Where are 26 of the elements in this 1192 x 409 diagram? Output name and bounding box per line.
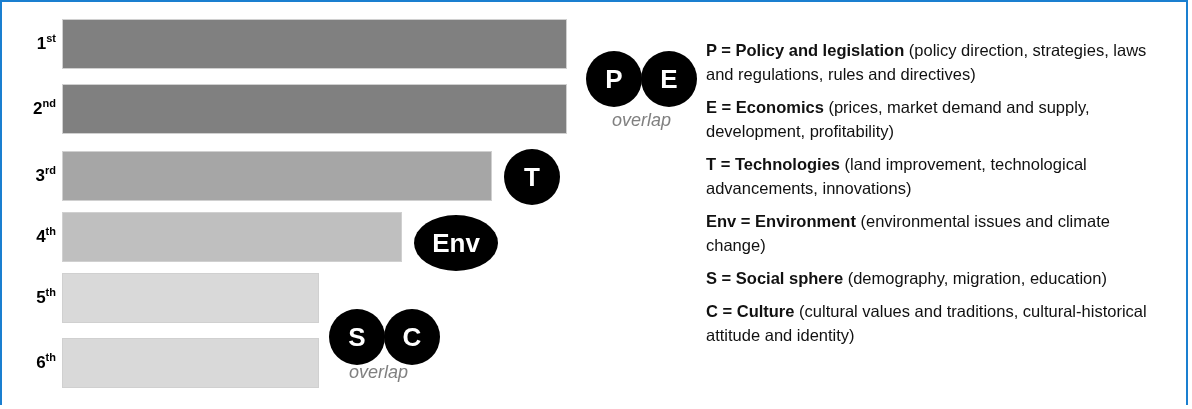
rank-label: 6$^{th}$ — [35, 351, 56, 373]
definition-text: Env = Environment (environmental issues and climate change) — [706, 211, 1111, 256]
factor-circle: S — [329, 309, 385, 365]
factor-circle: E — [641, 51, 697, 107]
rank-bar — [62, 84, 567, 134]
definition-text: P = Policy and legislation (policy direction, strategies, laws and regulations, rules and directives) — [706, 40, 1148, 85]
rank-label: 3$^{rd}$ — [34, 164, 56, 186]
factor-circle: Env — [414, 215, 498, 271]
rank-label: 1$^{st}$ — [35, 32, 56, 54]
factor-circle: T — [504, 149, 560, 205]
definition-text: T = Technologies (land improvement, technological advancements, innovations) — [706, 154, 1088, 199]
definition-text: E = Economics (prices, market demand and supply, development, profitability) — [706, 97, 1091, 142]
rank-bar — [62, 338, 319, 388]
overlap-label: overlap — [612, 110, 672, 131]
rank-label: 4$^{th}$ — [35, 225, 56, 247]
rank-bar — [62, 212, 402, 262]
rank-label: 2$^{nd}$ — [32, 97, 56, 119]
factor-circle: C — [384, 309, 440, 365]
rank-bar — [62, 273, 319, 323]
factor-circle: P — [586, 51, 642, 107]
rank-bar — [62, 151, 492, 201]
definition-text: C = Culture (cultural values and traditions, cultural-historical attitude and identity) — [706, 301, 1148, 346]
overlap-label: overlap — [349, 362, 409, 383]
definition-text: S = Social sphere (demography, migration, education) — [706, 268, 1108, 289]
rank-label: 5$^{th}$ — [35, 286, 56, 308]
rank-bar — [62, 19, 567, 69]
